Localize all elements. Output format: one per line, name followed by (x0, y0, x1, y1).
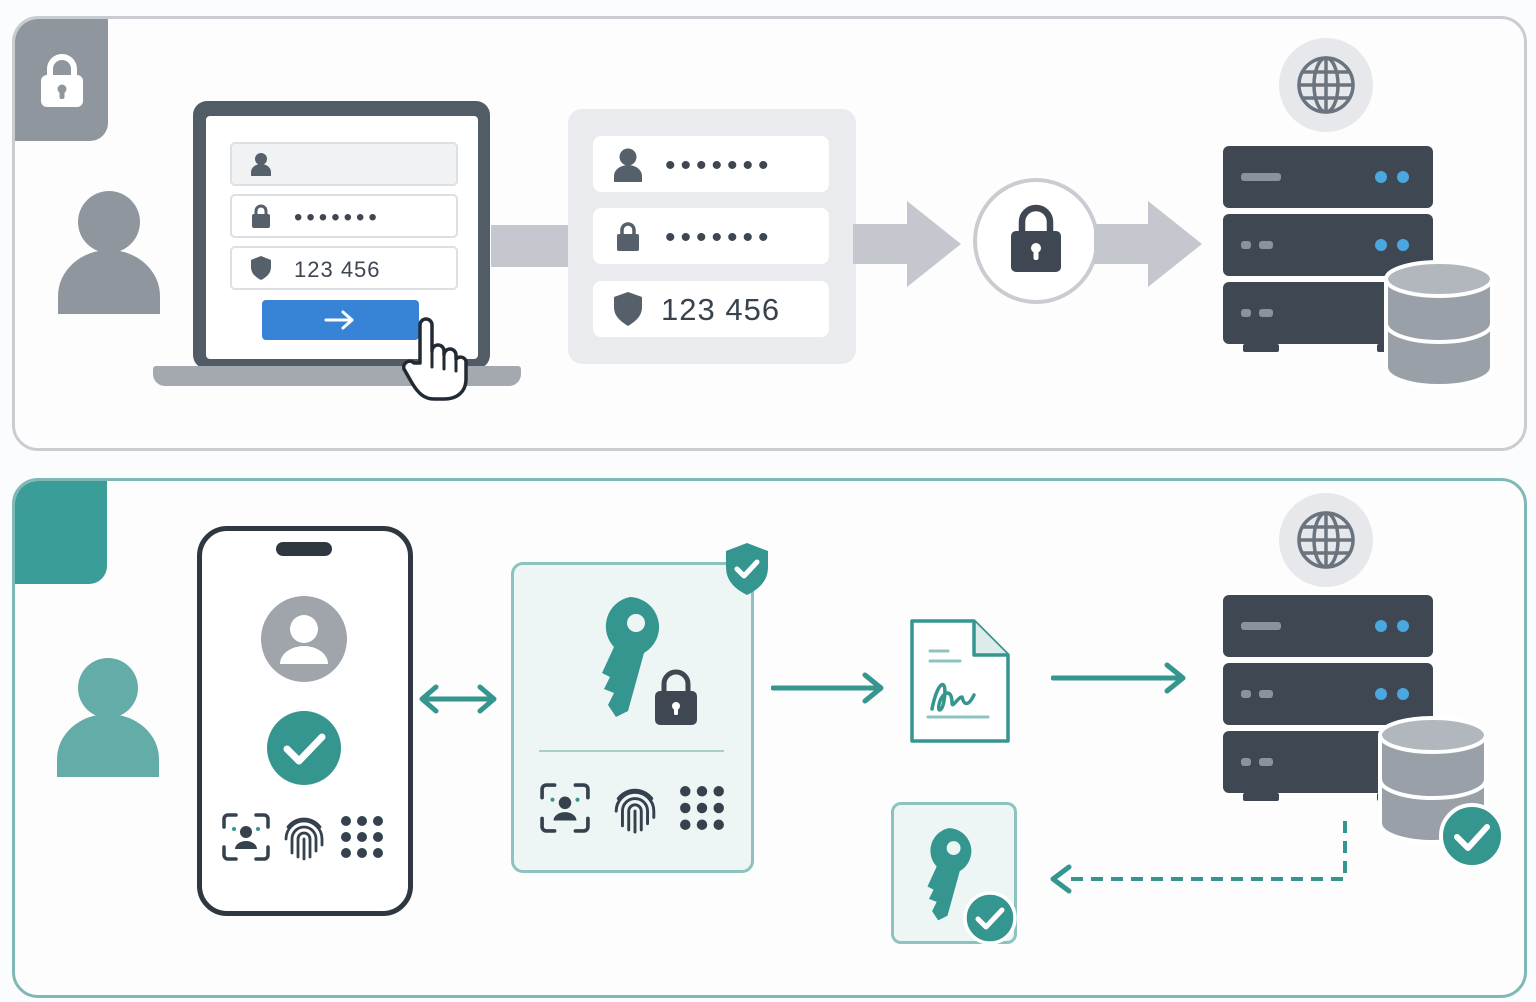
submit-button[interactable] (262, 300, 419, 340)
arrow-right-icon (771, 672, 884, 704)
keypad-icon (680, 786, 724, 830)
user-icon (614, 148, 642, 182)
card-divider (539, 750, 724, 752)
database-icon (1384, 260, 1494, 389)
arrow-right-icon (324, 310, 354, 330)
otp-field[interactable]: 123 456 (230, 246, 458, 290)
otp-value: 123 456 (294, 257, 381, 282)
transmitted-username-row: ••••••• (593, 136, 829, 192)
globe-badge (1279, 38, 1373, 132)
return-dashed-arrow (1050, 821, 1347, 894)
phone-notch (276, 542, 332, 556)
lock-icon (1011, 204, 1061, 272)
transmitted-password-row: ••••••• (593, 208, 829, 264)
check-icon (267, 711, 341, 785)
transmitted-credentials-card: ••••••• ••••••• 123 456 (568, 109, 856, 364)
face-scan-icon (540, 783, 590, 833)
password-mask: ••••••• (294, 204, 381, 231)
user-icon (251, 153, 271, 176)
transmitted-otp-row: 123 456 (593, 281, 829, 337)
shield-check-icon (726, 543, 768, 595)
transmitted-username-mask: ••••••• (665, 149, 774, 182)
legacy-login-panel: ••••••• 123 456 ••••••• (12, 16, 1527, 451)
arrow-right-icon (1051, 662, 1186, 694)
lock-icon (655, 669, 697, 725)
globe-icon (1297, 511, 1355, 569)
fingerprint-icon (614, 788, 656, 834)
globe-badge (1279, 493, 1373, 587)
username-field[interactable] (230, 142, 458, 186)
user-icon (57, 658, 159, 777)
shield-icon (251, 256, 271, 280)
arrow-right-icon (1094, 201, 1202, 287)
lock-icon (252, 204, 270, 228)
transmitted-otp-value: 123 456 (661, 292, 781, 327)
avatar-icon (261, 596, 347, 682)
pointer-hand-icon (401, 317, 468, 401)
phone (197, 526, 413, 916)
legacy-corner-tab (15, 19, 108, 141)
key-icon (927, 828, 972, 921)
encryption-lock (973, 178, 1099, 304)
face-scan-icon (222, 813, 270, 861)
server-icon (1223, 146, 1433, 352)
fingerprint-icon (284, 817, 324, 861)
key-icon (602, 597, 660, 717)
passkey-login-panel (12, 478, 1527, 998)
keypad-icon (341, 816, 383, 858)
passkey-card (511, 562, 754, 873)
globe-icon (1297, 56, 1355, 114)
signed-document-icon (910, 619, 1010, 743)
passkey-corner-tab (15, 481, 107, 584)
bidirectional-arrow-icon (419, 684, 497, 714)
lock-icon (617, 222, 639, 251)
shield-icon (614, 292, 642, 326)
arrow-right-icon (853, 201, 961, 287)
password-field[interactable]: ••••••• (230, 194, 458, 238)
connector-bar (491, 225, 569, 267)
transmitted-password-mask: ••••••• (665, 221, 774, 254)
check-icon (963, 891, 1017, 945)
user-icon (58, 191, 160, 314)
lock-icon (41, 54, 83, 107)
check-icon (1439, 803, 1505, 869)
